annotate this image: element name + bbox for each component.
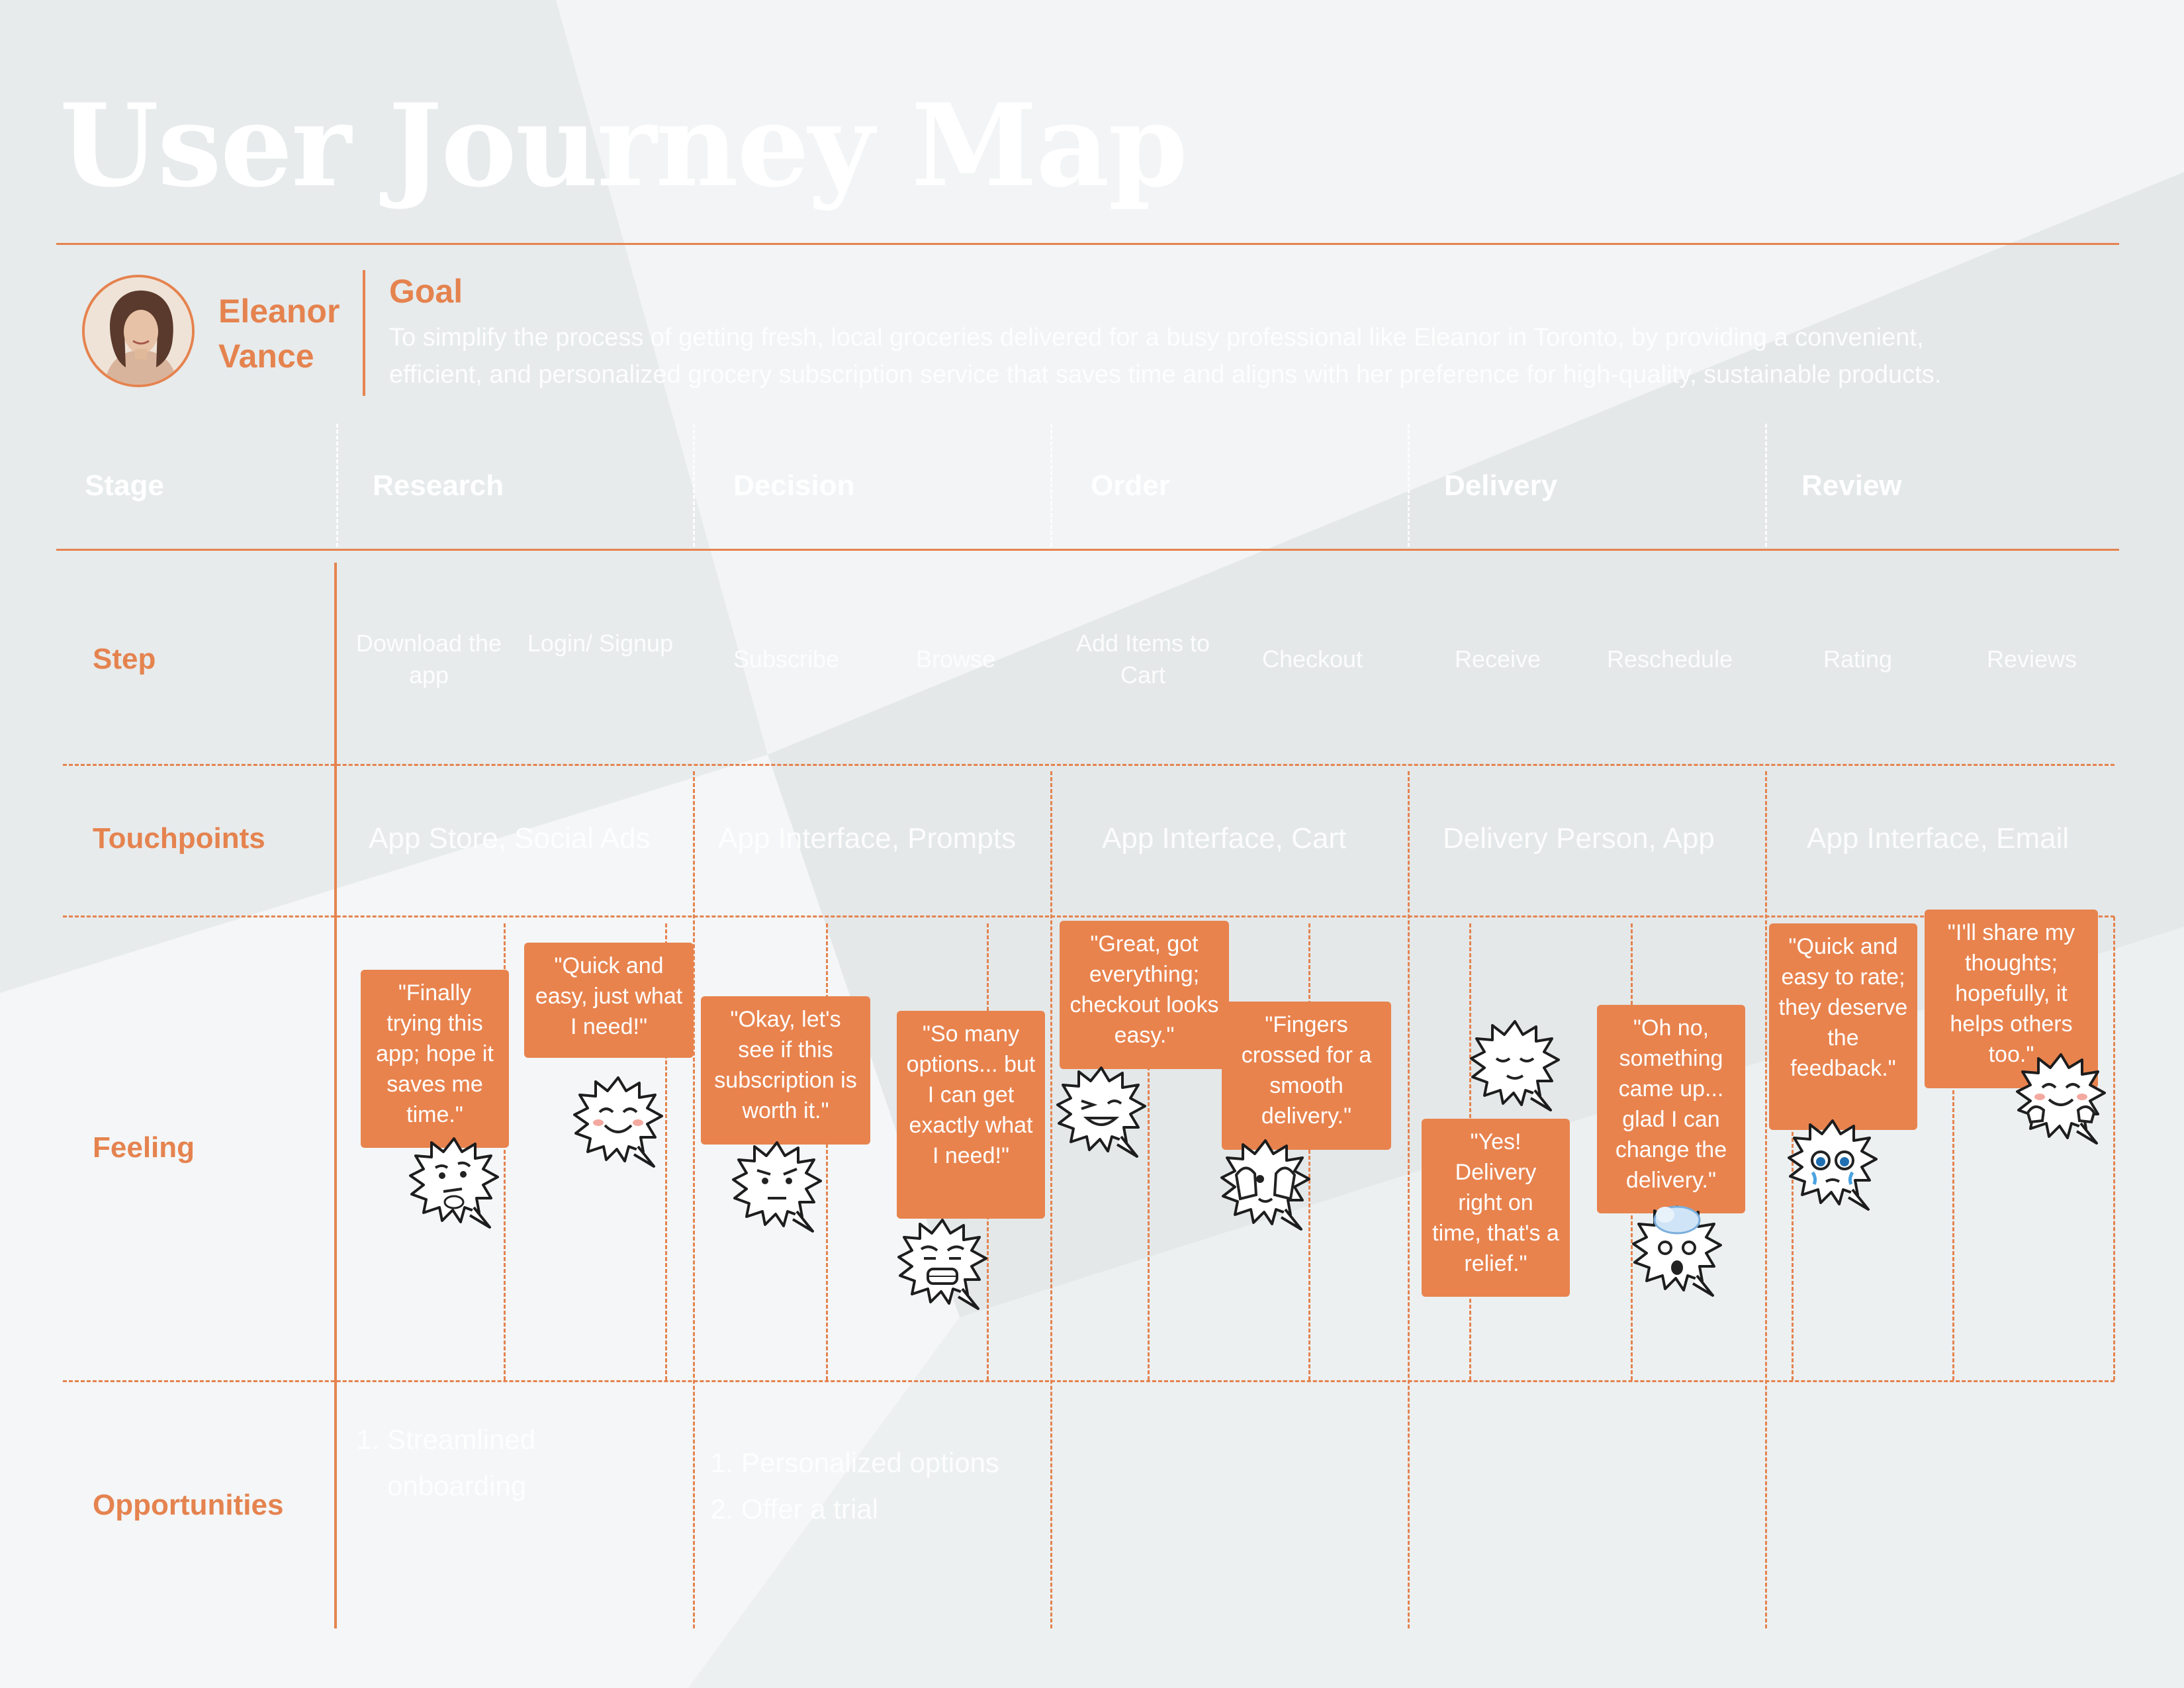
row-label-opportunities: Opportunities <box>93 1489 284 1521</box>
row-divider <box>63 915 2115 917</box>
goal-label: Goal <box>389 273 463 310</box>
stage-divider <box>1050 424 1052 547</box>
skeptical-face-icon <box>732 1141 822 1233</box>
step-column-divider <box>665 923 667 1380</box>
step-column-divider <box>1952 923 1954 1380</box>
row-label-feeling: Feeling <box>93 1131 195 1164</box>
row-divider <box>63 1380 2115 1382</box>
touchpoint-order: App Interface, Cart <box>1102 822 1347 855</box>
stage-divider <box>693 424 695 547</box>
step-column-divider <box>826 923 828 1380</box>
feeling-quote: "So many options... but I can get exactl… <box>897 1011 1045 1219</box>
stage-header-review: Review <box>1801 469 1902 502</box>
winking-face-icon <box>1056 1066 1146 1158</box>
goal-text-line: efficient, and personalized grocery subs… <box>389 361 1942 389</box>
opportunities-research: Streamlined onboarding <box>354 1417 672 1509</box>
stage-divider <box>1765 424 1767 547</box>
stage-header-delivery: Delivery <box>1444 469 1558 502</box>
row-label-stage: Stage <box>85 469 164 502</box>
step-reschedule: Reschedule <box>1606 645 1733 673</box>
header-divider <box>56 549 2119 551</box>
stage-header-decision: Decision <box>733 469 855 502</box>
page-title: User Journey Map <box>60 78 1188 212</box>
touchpoint-delivery: Delivery Person, App <box>1443 822 1715 855</box>
exploding-head-icon <box>1632 1205 1722 1297</box>
step-column-divider <box>504 923 506 1380</box>
step-column-divider <box>1308 923 1310 1380</box>
persona-first-name: Eleanor <box>218 293 340 330</box>
opportunity-item: Streamlined onboarding <box>387 1417 672 1509</box>
top-divider <box>56 243 2119 245</box>
step-subscribe: Subscribe <box>733 645 840 673</box>
goal-text-line: To simplify the process of getting fresh… <box>389 324 1924 352</box>
opportunity-item: Offer a trial <box>741 1486 1026 1532</box>
touchpoint-decision: App Interface, Prompts <box>718 822 1016 855</box>
persona-name: Eleanor Vance <box>218 289 340 379</box>
feeling-quote: "Great, got everything; checkout looks e… <box>1060 921 1229 1069</box>
feeling-quote: "I'll share my thoughts; hopefully, it h… <box>1925 910 2098 1088</box>
relieved-face-icon <box>1470 1020 1560 1111</box>
step-receive: Receive <box>1454 645 1541 673</box>
touchpoint-research: App Store, Social Ads <box>369 822 651 855</box>
step-browse: Browse <box>915 645 996 673</box>
label-column-divider <box>334 563 337 1628</box>
row-label-touchpoints: Touchpoints <box>93 822 265 855</box>
stage-column-divider <box>2113 917 2115 1380</box>
feeling-quote: "Quick and easy to rate; they deserve th… <box>1769 923 1917 1130</box>
opportunity-item: Personalized options <box>741 1440 1026 1486</box>
feeling-quote: "Finally trying this app; hope it saves … <box>361 970 509 1148</box>
step-column-divider <box>1148 923 1150 1380</box>
persona-portrait-icon <box>85 277 192 385</box>
stage-header-order: Order <box>1091 469 1170 502</box>
opportunities-decision: Personalized options Offer a trial <box>708 1440 1026 1532</box>
feeling-quote: "Fingers crossed for a smooth delivery." <box>1222 1002 1391 1150</box>
stage-header-research: Research <box>373 469 504 502</box>
persona-divider <box>363 270 365 396</box>
pleading-face-icon <box>1788 1119 1878 1211</box>
stage-divider <box>1408 424 1410 547</box>
smiling-face-icon <box>573 1076 663 1168</box>
step-add-to-cart: Add Items to Cart <box>1075 630 1210 688</box>
stage-column-divider <box>1408 771 1410 1628</box>
step-download-app: Download the app <box>355 630 502 688</box>
avatar <box>82 275 195 387</box>
row-label-step: Step <box>93 643 156 675</box>
goal-text: To simplify the process of getting fresh… <box>389 319 2103 393</box>
persona-last-name: Vance <box>218 338 314 375</box>
step-reviews: Reviews <box>1986 645 2077 673</box>
touchpoint-review: App Interface, Email <box>1807 822 2070 855</box>
feeling-quote: "Quick and easy, just what I need!" <box>524 943 694 1058</box>
step-column-divider <box>1792 923 1794 1380</box>
stage-column-divider <box>693 771 695 1628</box>
step-rating: Rating <box>1823 645 1893 673</box>
stage-column-divider <box>1765 771 1767 1628</box>
stage-divider <box>336 424 338 547</box>
step-checkout: Checkout <box>1261 645 1363 673</box>
anxious-face-icon <box>897 1219 987 1310</box>
thinking-face-icon <box>409 1137 499 1229</box>
row-divider <box>63 764 2115 766</box>
step-login-signup: Login/ Signup <box>527 630 674 657</box>
feeling-quote: "Okay, let's see if this subscription is… <box>701 996 870 1145</box>
feeling-quote: "Oh no, something came up... glad I can … <box>1597 1005 1745 1213</box>
feeling-quote: "Yes! Delivery right on time, that's a r… <box>1422 1119 1570 1297</box>
peeking-face-icon <box>1220 1139 1310 1231</box>
stage-column-divider <box>1050 771 1052 1628</box>
hugging-face-icon <box>2016 1053 2106 1145</box>
